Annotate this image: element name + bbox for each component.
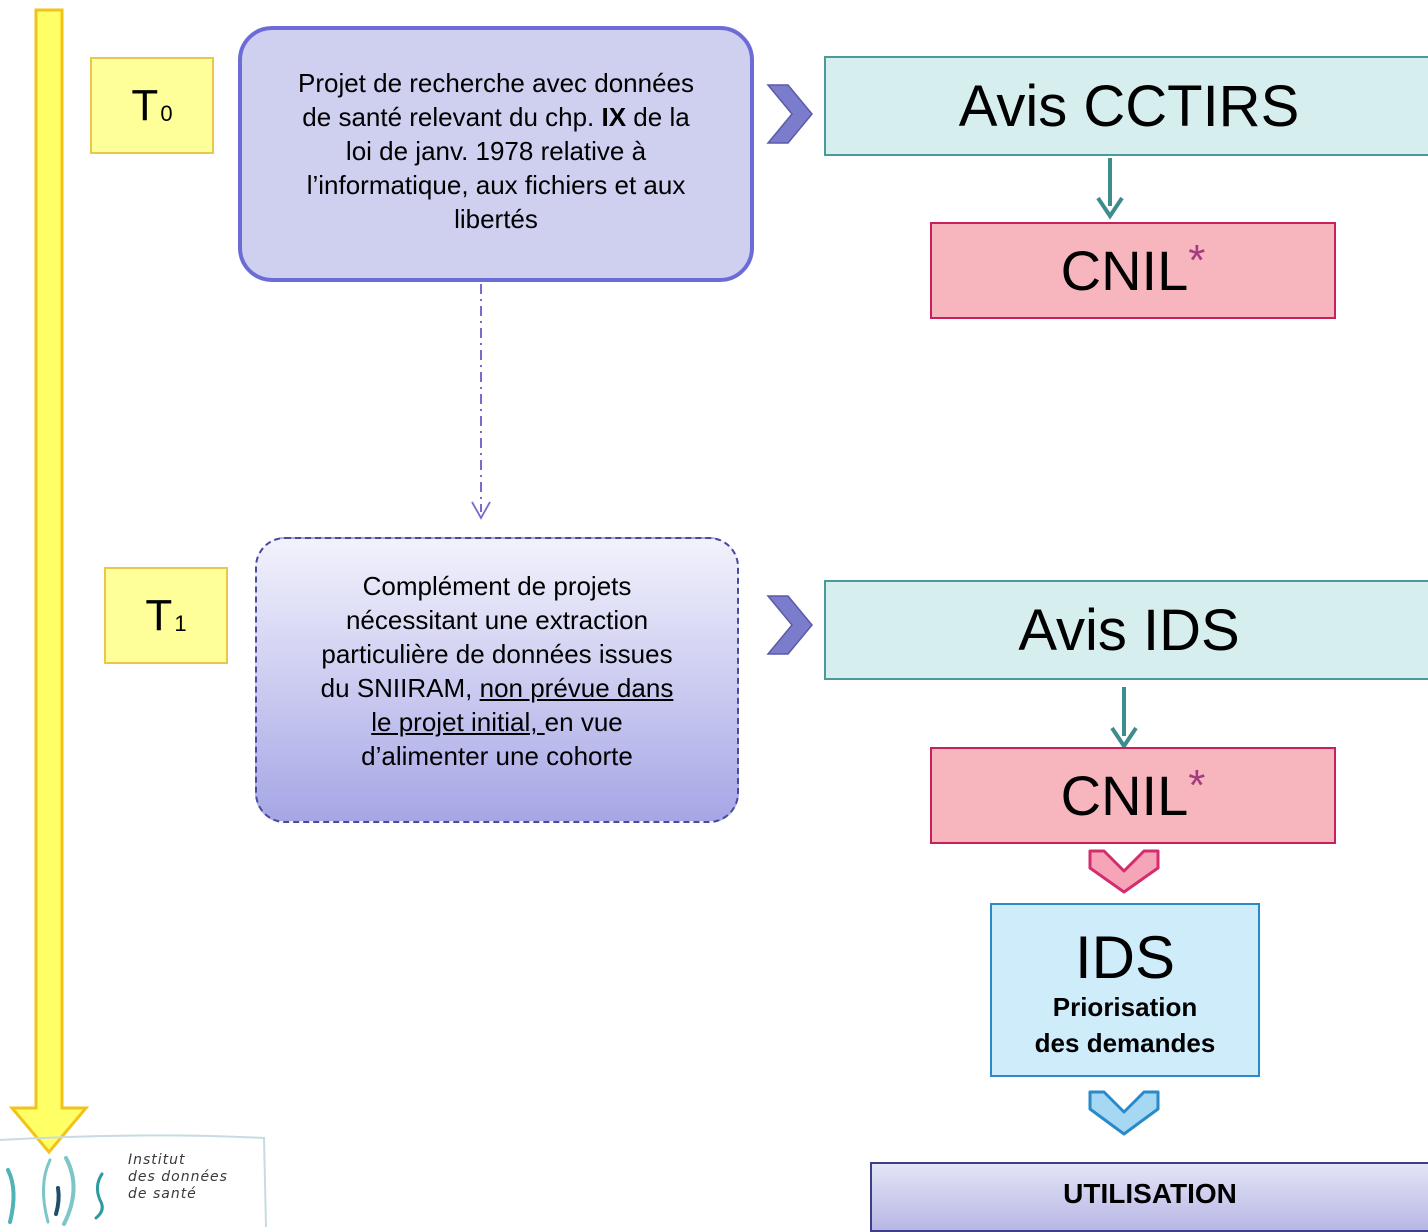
logo-text: Institut des données de santé: [128, 1152, 228, 1202]
ids-priorisation-box: IDS Priorisation des demandes: [990, 903, 1260, 1077]
cnil-box-bottom: CNIL*: [930, 747, 1336, 844]
asterisk-mark: *: [1188, 760, 1206, 810]
ids-logo: [0, 1134, 267, 1227]
initial-project-box: Projet de recherche avec données de sant…: [238, 26, 754, 282]
asterisk-mark: *: [1188, 235, 1206, 285]
cnil-box-top: CNIL*: [930, 222, 1336, 319]
chevron-down-blue-icon: [1088, 1090, 1160, 1136]
avis-ids-box: Avis IDS: [824, 580, 1428, 680]
complement-project-box: Complément de projets nécessitant une ex…: [255, 537, 739, 823]
avis-cctirs-box: Avis CCTIRS: [824, 56, 1428, 156]
chevron-right-icon: [766, 595, 813, 655]
utilisation-box: UTILISATION: [870, 1162, 1428, 1232]
chevron-down-pink-icon: [1088, 849, 1160, 894]
chevron-right-icon: [766, 84, 813, 144]
